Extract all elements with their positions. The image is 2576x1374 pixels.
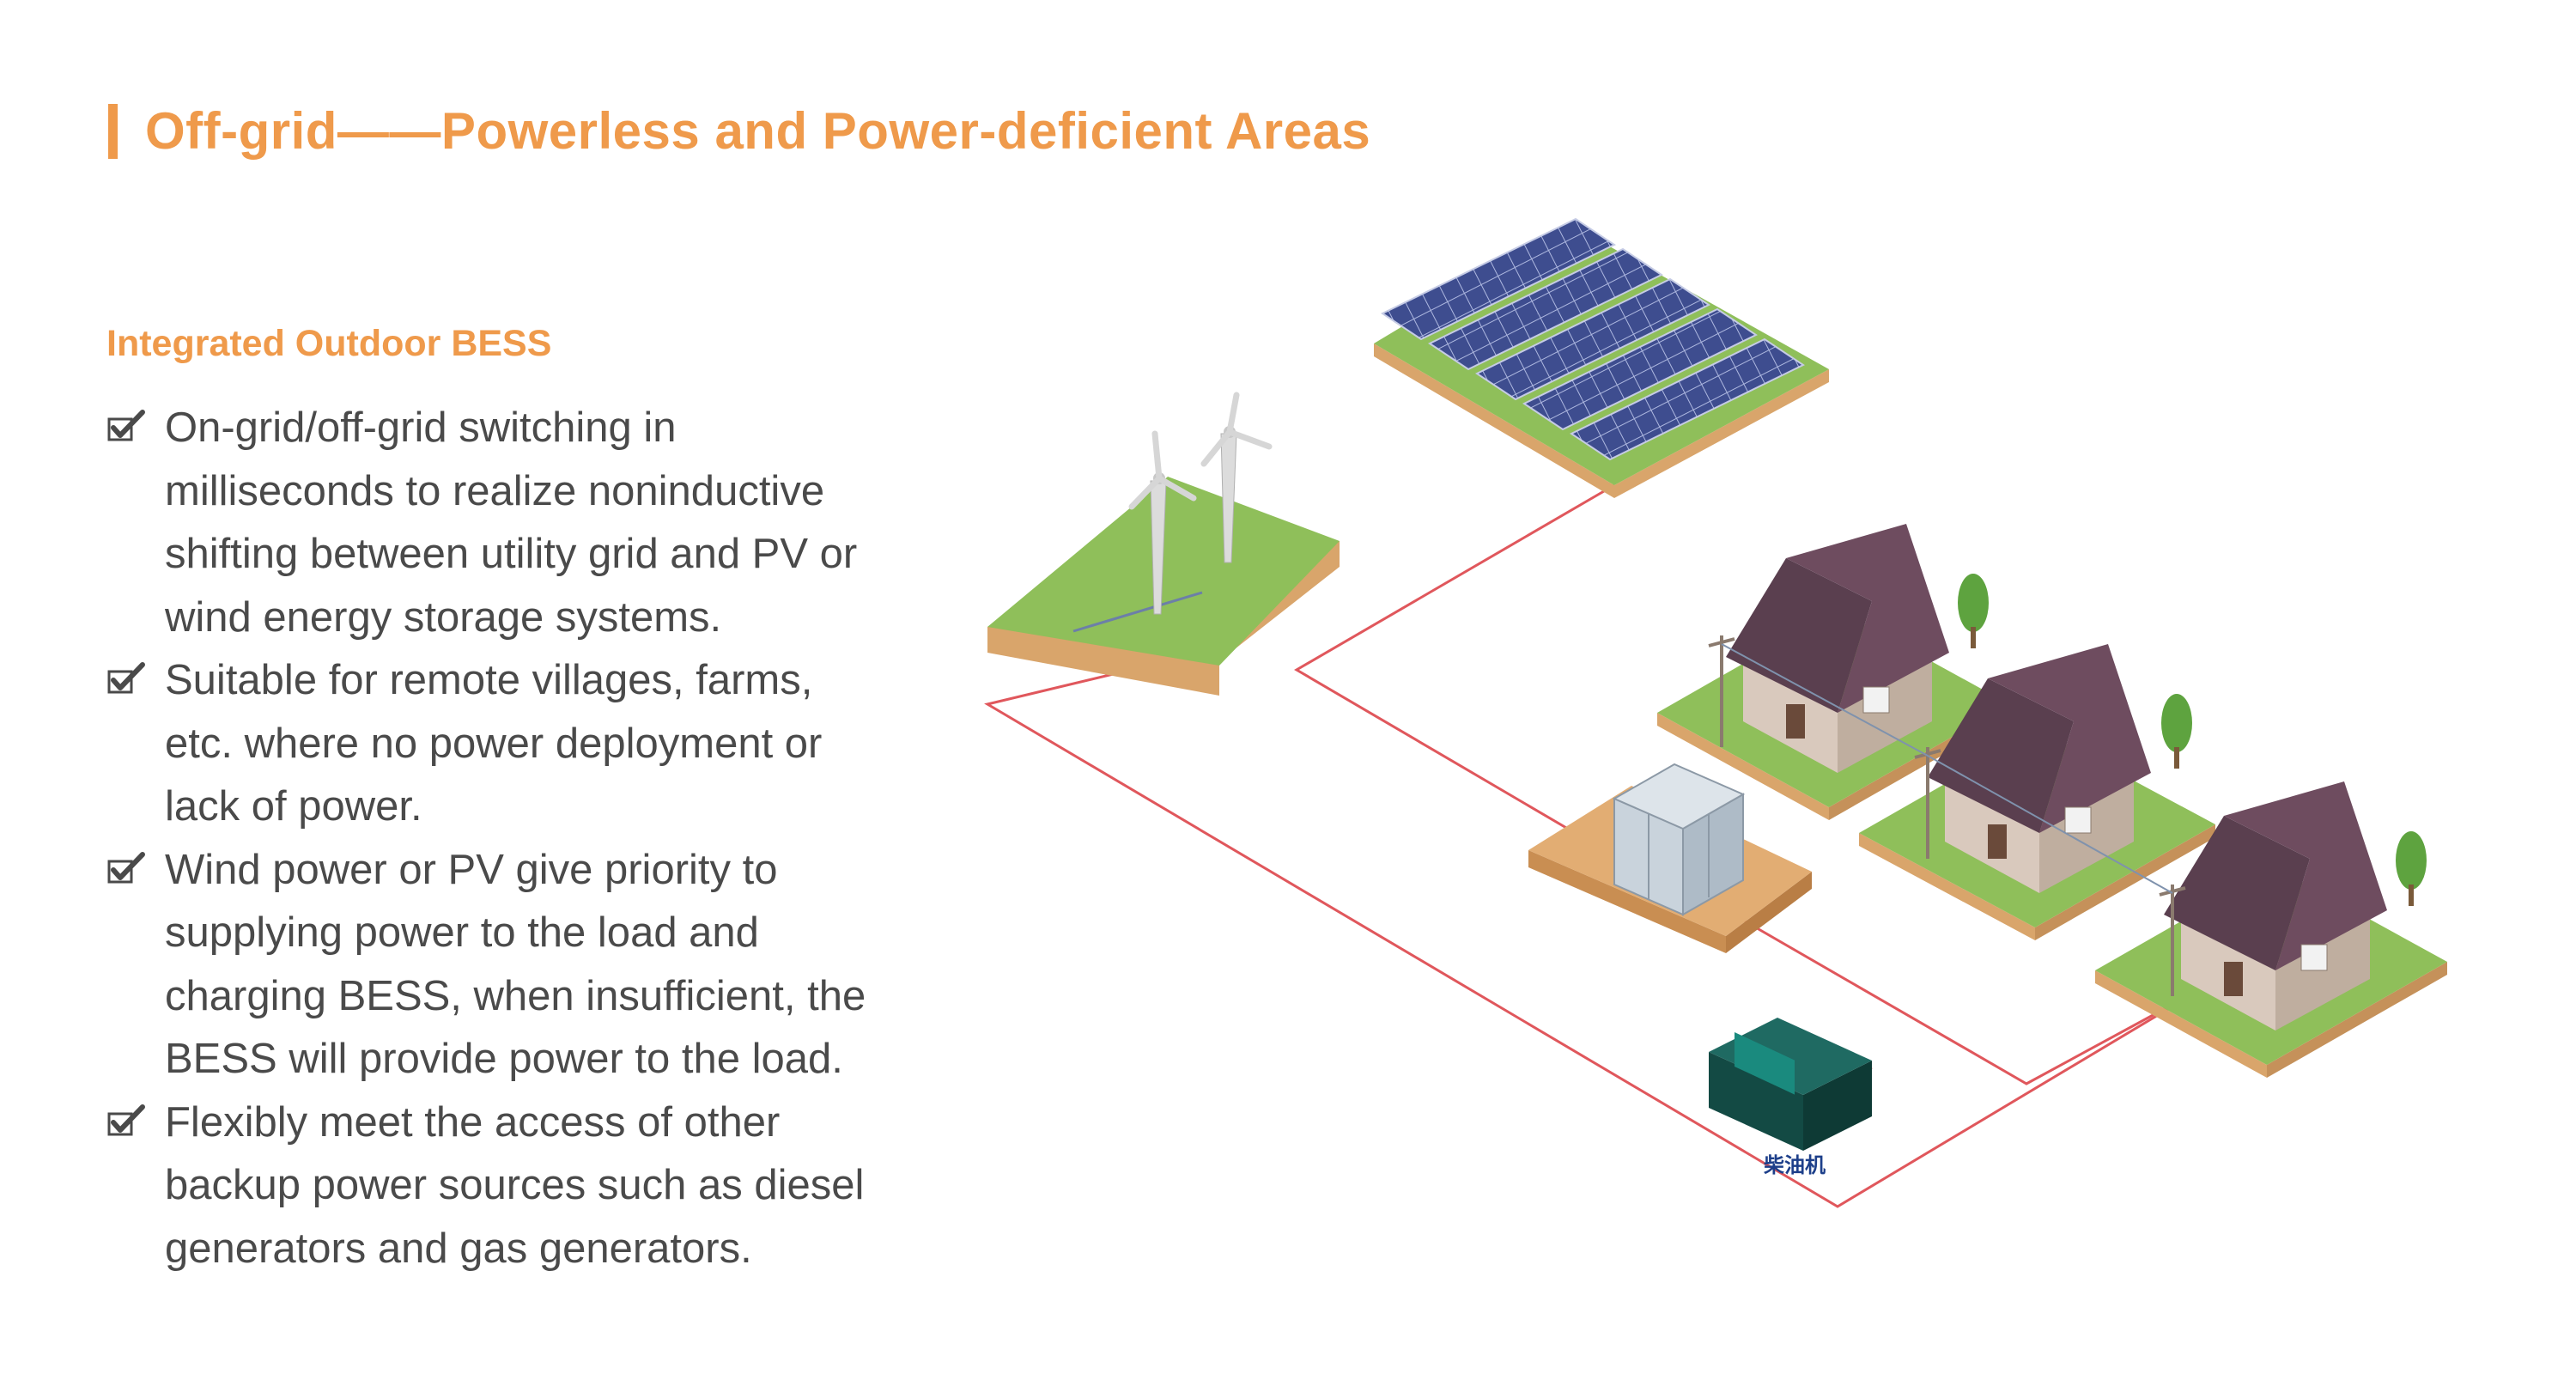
house-window	[2300, 944, 2328, 971]
wind-turbine-icon	[1200, 392, 1273, 563]
checkbox-check-icon	[107, 851, 145, 883]
pv-to-bess-cable	[1294, 483, 1615, 848]
house-distribution-wire	[1721, 643, 2173, 894]
house-window	[2064, 806, 2092, 834]
bess-door-lines	[1648, 814, 1710, 900]
pv-platform-soil	[1374, 344, 1829, 498]
pv-panel-row	[1569, 337, 1806, 461]
checkbox-check-icon	[107, 662, 145, 694]
tree-icon	[2396, 831, 2427, 906]
bess-platform-soil	[1528, 850, 1726, 953]
page-heading: Off-grid——Powerless and Power-deficient …	[108, 101, 1370, 161]
pv-panel-rows	[1380, 217, 1806, 461]
house-roof	[1928, 678, 2074, 833]
feature-line: backup power sources such as diesel	[165, 1162, 865, 1208]
platform-soil	[2095, 970, 2267, 1078]
feature-line: etc. where no power deployment or	[165, 720, 823, 767]
generator-body-top	[1709, 1018, 1872, 1095]
heading-accent-bar	[108, 103, 118, 159]
utility-pole-icon	[1708, 635, 1735, 747]
generator-engine-block	[1735, 1031, 1795, 1095]
utility-pole-icon	[2159, 885, 2186, 996]
house-window	[1862, 686, 1890, 714]
feature-line: Flexibly meet the access of other	[165, 1098, 781, 1146]
generator-body-side	[1803, 1061, 1872, 1151]
house-roof-side	[1988, 644, 2151, 833]
pv-panel-row	[1474, 277, 1711, 401]
feature-item-2: Suitable for remote villages, farms, etc…	[106, 649, 965, 839]
tree-icon	[2161, 694, 2192, 769]
pv-panel-row	[1427, 247, 1664, 371]
house-door	[1988, 824, 2007, 859]
generator-body-front	[1709, 1052, 1803, 1151]
bess-cabinet-icon	[1612, 763, 1746, 916]
section-subtitle: Integrated Outdoor BESS	[106, 323, 552, 364]
turbine-blades	[1128, 430, 1197, 510]
feature-list: On-grid/off-grid switching in millisecon…	[106, 397, 965, 1280]
bess-top	[1612, 763, 1746, 830]
feature-line: shifting between utility grid and PV or	[165, 531, 858, 577]
platform-soil	[1859, 833, 2035, 940]
house-icon	[1726, 524, 1949, 773]
feature-line: milliseconds to realize noninductive	[165, 467, 825, 514]
feature-item-4: Flexibly meet the access of other backup…	[106, 1091, 965, 1281]
house-door	[1786, 704, 1805, 739]
feature-line: Wind power or PV give priority to	[165, 846, 778, 893]
feature-line: On-grid/off-grid switching in	[165, 404, 677, 451]
feature-line: wind energy storage systems.	[165, 593, 722, 641]
platform-soil-side	[2267, 962, 2447, 1078]
offgrid-system-illustration: 柴油机	[984, 217, 2447, 1208]
diesel-generator: 柴油机	[1709, 1018, 1872, 1177]
house-door	[2224, 962, 2243, 996]
wind-turbine-icon	[1128, 430, 1197, 615]
house-icon	[1928, 644, 2151, 893]
feature-item-1: On-grid/off-grid switching in millisecon…	[106, 397, 965, 649]
platform-soil-side	[2035, 824, 2215, 940]
utility-pole-icon	[1914, 747, 1941, 859]
tree-icon	[1958, 574, 1989, 648]
page-title: Off-grid——Powerless and Power-deficient …	[145, 102, 1371, 160]
checkbox-check-icon	[107, 410, 145, 441]
feature-line: Suitable for remote villages, farms,	[165, 657, 813, 703]
solar-pv-field	[1374, 217, 1829, 498]
pv-panel-row	[1380, 217, 1617, 341]
generator-label: 柴油机	[1763, 1153, 1826, 1177]
wind-ground-cable	[1072, 591, 1203, 633]
checkbox-check-icon	[107, 1103, 145, 1135]
feature-line: charging BESS, when insufficient, the	[165, 972, 866, 1019]
wind-turbine-platform	[987, 392, 1340, 696]
house-roof	[2164, 816, 2310, 970]
feature-line: supplying power to the load and	[165, 909, 759, 956]
house-icon	[2164, 781, 2387, 1030]
platform-soil	[1657, 713, 1829, 820]
house-roof-side	[2224, 781, 2387, 970]
feature-line: generators and gas generators.	[165, 1225, 752, 1272]
house-roof	[1726, 558, 1872, 713]
wind-to-collector-cable	[984, 655, 2208, 1208]
turbine-blades	[1200, 392, 1273, 467]
feature-line: BESS will provide power to the load.	[165, 1036, 843, 1082]
pv-panel-row	[1522, 307, 1759, 431]
house-platform	[2095, 781, 2447, 1078]
house-roof-side	[1786, 524, 1949, 713]
house-platform	[1859, 644, 2215, 940]
bess-platform	[1528, 763, 1812, 953]
feature-line: lack of power.	[165, 783, 422, 830]
platform-grass	[987, 477, 1340, 666]
bess-platform-soil-side	[1726, 872, 1812, 953]
bess-to-house-cable	[1725, 909, 2208, 1085]
feature-item-3: Wind power or PV give priority to supply…	[106, 839, 965, 1091]
